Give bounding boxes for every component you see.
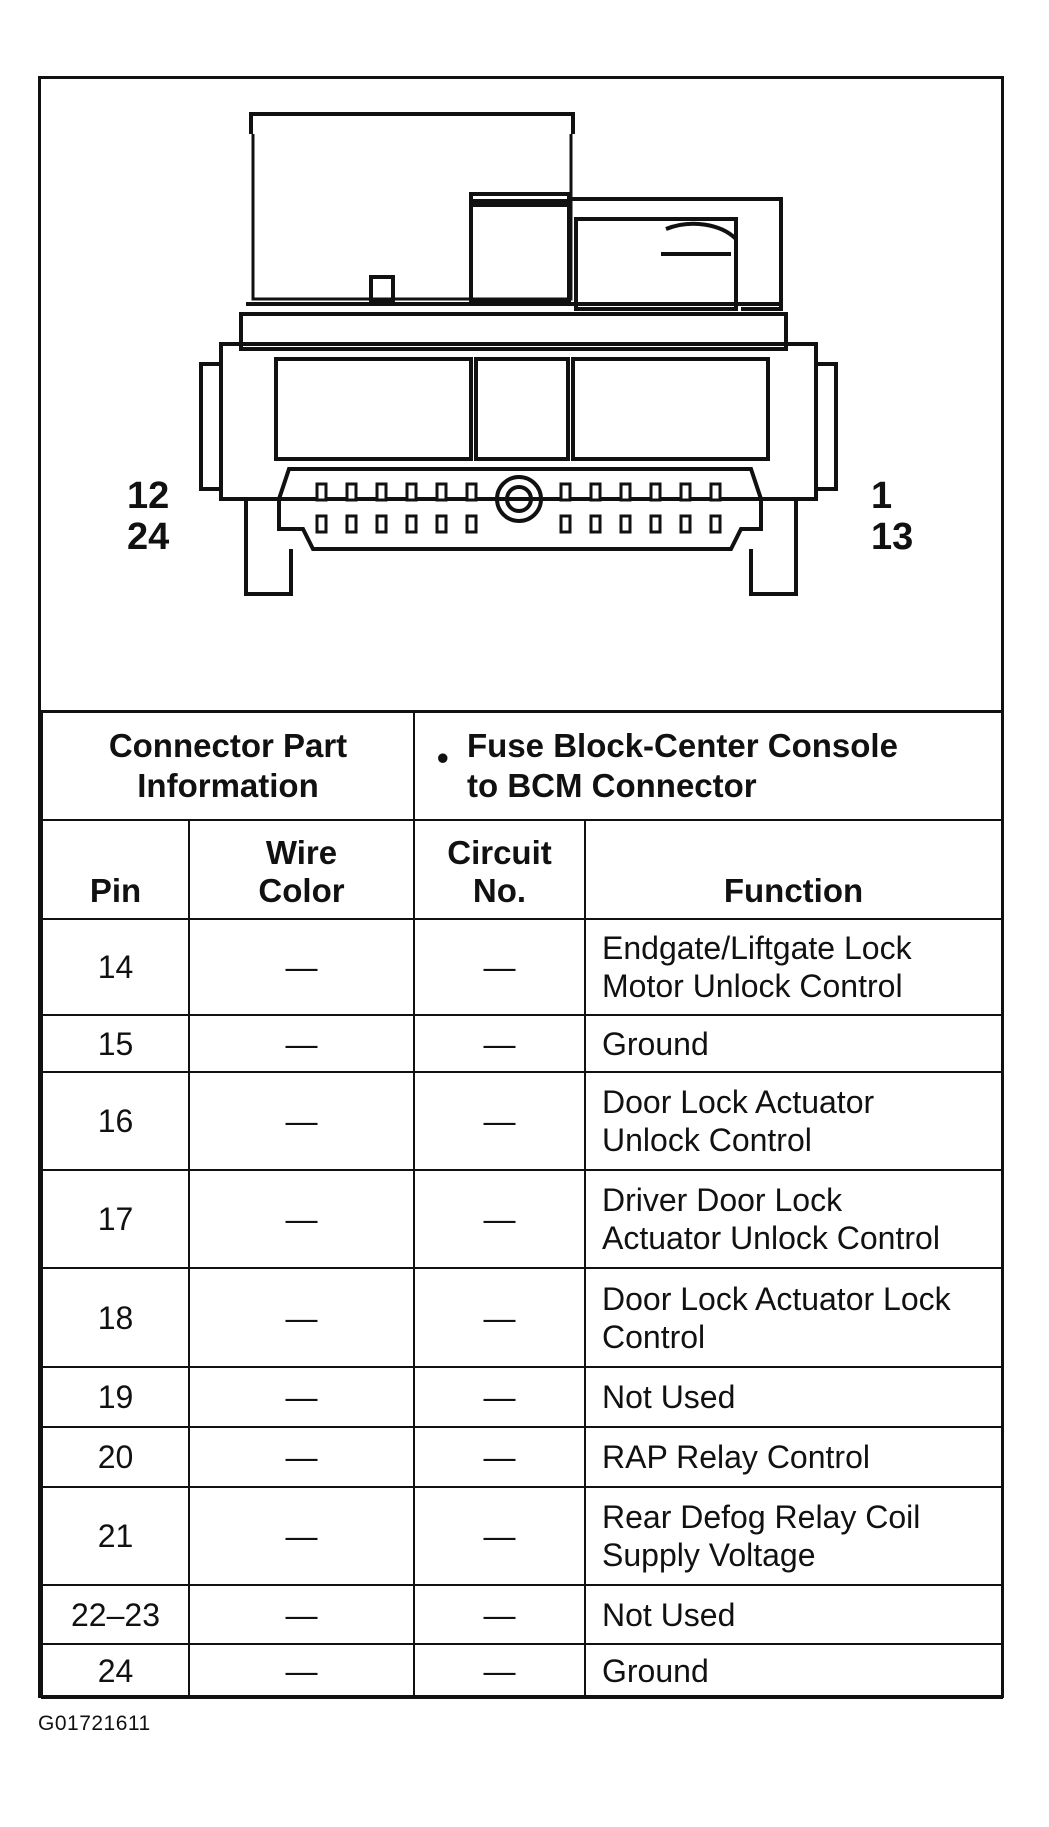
figure-code: G01721611 <box>38 1712 151 1735</box>
pin-cell: 21 <box>41 1486 190 1586</box>
connector-description-line1: Fuse Block-Center Console <box>467 726 898 764</box>
wire-color-cell: — <box>188 1267 415 1368</box>
function-cell: Not Used <box>583 1584 1004 1645</box>
wire-color-cell: — <box>188 918 415 1016</box>
table-row: 19 — — Not Used <box>41 1366 1004 1428</box>
connector-part-info: Connector Part Information <box>41 710 415 821</box>
pinout-table: Connector Part Information • Fuse Block-… <box>41 710 1004 1699</box>
function-cell: Not Used <box>583 1366 1004 1428</box>
circuit-cell: — <box>413 1426 586 1488</box>
pin-label-13: 13 <box>871 516 914 558</box>
circuit-cell: — <box>413 1267 586 1368</box>
circuit-cell: — <box>413 1643 586 1699</box>
circuit-cell: — <box>413 1014 586 1073</box>
wire-color-cell: — <box>188 1366 415 1428</box>
wire-color-cell: — <box>188 1014 415 1073</box>
table-row: 22–23 — — Not Used <box>41 1584 1004 1645</box>
function-cell: RAP Relay Control <box>583 1426 1004 1488</box>
bullet-icon: • <box>437 739 449 776</box>
pin-cell: 19 <box>41 1366 190 1428</box>
pin-cell: 20 <box>41 1426 190 1488</box>
wire-color-cell: — <box>188 1486 415 1586</box>
function-cell: Ground <box>583 1643 1004 1699</box>
circuit-cell: — <box>413 1584 586 1645</box>
pin-label-12: 12 <box>127 475 170 517</box>
header-pin: Pin <box>41 819 190 920</box>
wire-color-cell: — <box>188 1071 415 1171</box>
circuit-cell: — <box>413 1486 586 1586</box>
circuit-cell: — <box>413 1071 586 1171</box>
table-row: 15 — — Ground <box>41 1014 1004 1073</box>
connector-frame: 12 24 1 13 Connector Part Information • … <box>38 76 1004 1699</box>
circuit-cell: — <box>413 918 586 1016</box>
info-row: Connector Part Information • Fuse Block-… <box>41 710 1004 821</box>
pin-cell: 15 <box>41 1014 190 1073</box>
pin-cell: 24 <box>41 1643 190 1699</box>
pin-label-1: 1 <box>871 475 893 517</box>
wire-color-cell: — <box>188 1584 415 1645</box>
circuit-cell: — <box>413 1366 586 1428</box>
function-cell: Ground <box>583 1014 1004 1073</box>
wire-color-cell: — <box>188 1426 415 1488</box>
connector-diagram: 12 24 1 13 <box>41 79 1001 713</box>
pin-cell: 14 <box>41 918 190 1016</box>
connector-description-line2: to BCM Connector <box>467 766 757 804</box>
circuit-cell: — <box>413 1169 586 1269</box>
connector-description: • Fuse Block-Center Console to BCM Conne… <box>412 710 1004 821</box>
wire-color-cell: — <box>188 1643 415 1699</box>
connector-illustration <box>199 112 838 596</box>
pin-cell: 16 <box>41 1071 190 1171</box>
pin-label-24: 24 <box>127 516 170 558</box>
wire-color-cell: — <box>188 1169 415 1269</box>
pin-cell: 17 <box>41 1169 190 1269</box>
table-row: 20 — — RAP Relay Control <box>41 1426 1004 1488</box>
header-function: Function <box>583 819 1004 920</box>
table-row: 24 — — Ground <box>41 1643 1004 1699</box>
pin-cell: 22–23 <box>41 1584 190 1645</box>
pin-cell: 18 <box>41 1267 190 1368</box>
